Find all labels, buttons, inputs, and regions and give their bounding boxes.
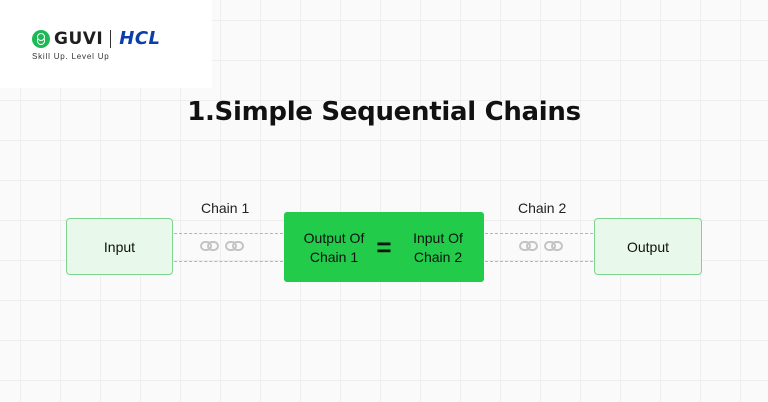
logo-tagline: Skill Up. Level Up <box>32 52 110 61</box>
input-label: Input <box>103 238 136 255</box>
page-title: 1.Simple Sequential Chains <box>187 97 581 127</box>
logo-divider <box>110 29 112 48</box>
guvi-wordmark: GUVI <box>54 28 104 49</box>
link-icon <box>519 241 563 251</box>
equals-sign: = <box>376 232 392 262</box>
input-of-chain-2-label: Input Of Chain 2 <box>413 230 463 265</box>
link-icon <box>200 241 244 251</box>
brand-logo: GUVI HCL Skill Up. Level Up <box>0 0 212 88</box>
chain-handoff-node: Output Of Chain 1 = Input Of Chain 2 <box>284 212 484 282</box>
connector-right-bottom <box>485 261 593 262</box>
guvi-logo-icon <box>32 29 50 48</box>
output-node: Output <box>594 218 702 275</box>
chain-1-label: Chain 1 <box>201 200 250 216</box>
chain-2-label: Chain 2 <box>518 200 567 216</box>
logo-row: GUVI HCL <box>32 28 161 49</box>
hcl-wordmark: HCL <box>119 28 161 49</box>
output-label: Output <box>626 238 670 255</box>
connector-left-top <box>174 233 283 234</box>
output-of-chain-1-label: Output Of Chain 1 <box>303 230 365 265</box>
connector-right-top <box>485 233 593 234</box>
input-node: Input <box>66 218 173 275</box>
connector-left-bottom <box>174 261 283 262</box>
